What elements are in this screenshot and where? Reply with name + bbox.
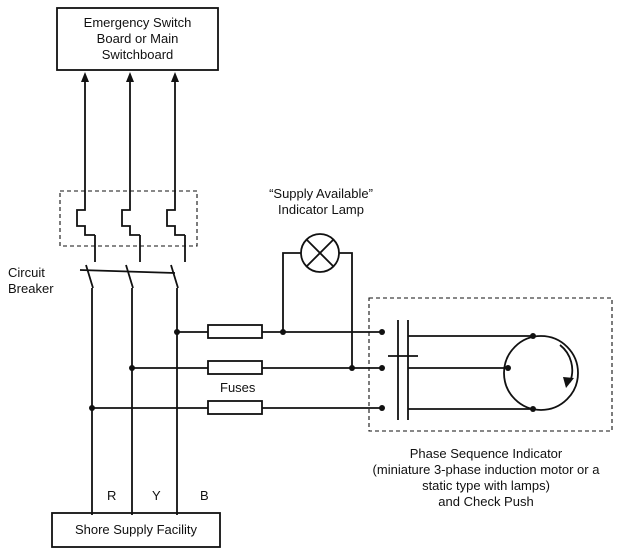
breaker-blade-y <box>125 264 134 289</box>
lamp-label-line-2: Indicator Lamp <box>278 202 364 217</box>
indicator-label-line-3: static type with lamps) <box>422 478 550 493</box>
switchboard-label-line-3: Switchboard <box>101 47 174 62</box>
circuit-breaker-label-line-2: Breaker <box>8 281 54 296</box>
lamp-label-line-1: “Supply Available” <box>269 186 373 201</box>
arrowhead-b <box>171 72 179 82</box>
indicator-label-line-4: and Check Push <box>438 494 534 509</box>
switch-contact-r <box>76 201 95 236</box>
phase-label-r: R <box>107 488 117 503</box>
switch-contact-y <box>121 201 140 236</box>
breaker-blade-r <box>85 264 94 289</box>
fuse-3 <box>207 400 263 415</box>
fuse-1 <box>207 324 263 339</box>
lamp-cross-b <box>306 239 334 267</box>
terminal-dot-2 <box>379 365 385 371</box>
circuit-breaker-label-line-1: Circuit <box>8 265 45 280</box>
switchboard-label-line-2: Board or Main <box>96 31 179 46</box>
terminal-dot-1 <box>379 329 385 335</box>
lamp-wire-right <box>339 252 353 368</box>
lamp-label: “Supply Available” Indicator Lamp <box>246 186 396 218</box>
switch-contact-b <box>166 201 185 236</box>
switchboard-label: Emergency Switch Board or Main Switchboa… <box>57 15 218 63</box>
breaker-blade-b <box>170 264 179 289</box>
indicator-label-line-2: (miniature 3-phase induction motor or a <box>372 462 600 477</box>
circuit-breaker-label: Circuit Breaker <box>8 265 54 297</box>
lamp-symbol <box>300 233 340 273</box>
indicator-label-line-1: Phase Sequence Indicator <box>409 446 563 461</box>
rotation-arrowhead <box>563 377 574 388</box>
phase-sequence-indicator-label: Phase Sequence Indicator (miniature 3-ph… <box>352 446 620 510</box>
terminal-dot-3 <box>379 405 385 411</box>
motor-terminal-dot-1 <box>530 333 536 339</box>
lamp-wire-left <box>282 252 301 332</box>
switch-enclosure <box>59 190 198 247</box>
motor-terminal-dot-2 <box>505 365 511 371</box>
arrowhead-y <box>126 72 134 82</box>
switchboard-label-line-1: Emergency Switch <box>83 15 192 30</box>
fuses-label: Fuses <box>220 380 256 395</box>
shore-supply-label: Shore Supply Facility <box>74 522 198 537</box>
motor-symbol <box>503 335 579 411</box>
motor-terminal-dot-3 <box>530 406 536 412</box>
arrowhead-r <box>81 72 89 82</box>
shore-supply-box <box>51 512 221 548</box>
switchboard-box <box>56 7 219 71</box>
phase-label-b: B <box>200 488 209 503</box>
fuse-2 <box>207 360 263 375</box>
indicator-enclosure <box>368 297 613 432</box>
phase-label-y: Y <box>152 488 161 503</box>
